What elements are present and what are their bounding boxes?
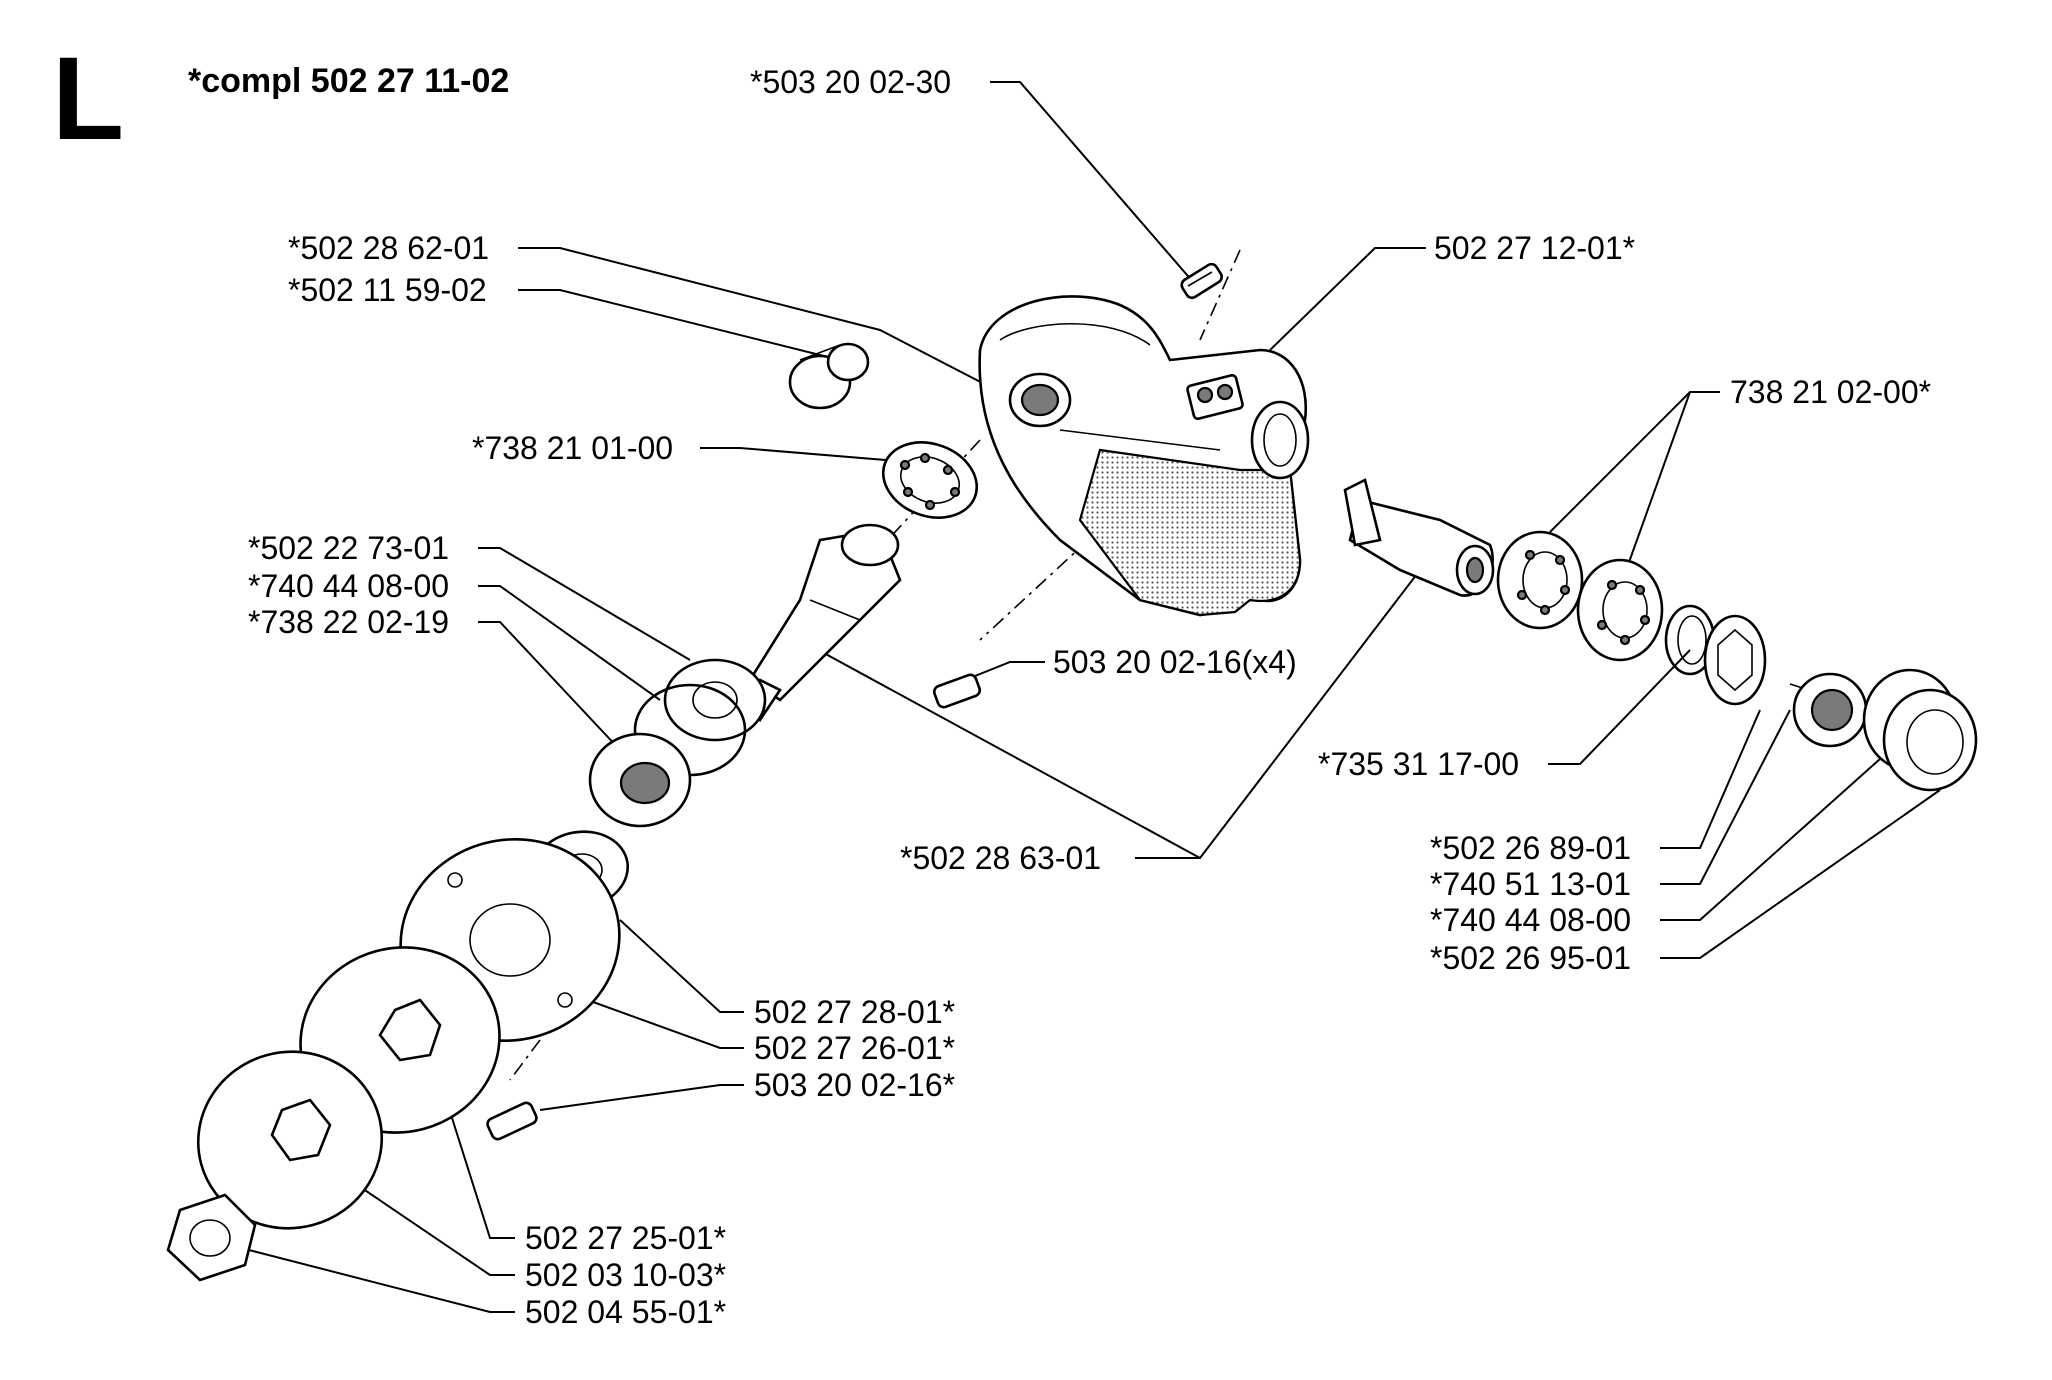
part-number-502-04-55-01: 502 04 55-01* [525,1294,727,1330]
part-number-740-44-08-00-left: *740 44 08-00 [248,568,450,604]
gear-housing-502-27-12-01 [978,295,1310,617]
part-number-735-31-17-00: *735 31 17-00 [1318,746,1520,782]
part-number-738-22-02-19: *738 22 02-19 [248,604,450,640]
part-number-502-03-10-03: 502 03 10-03* [525,1257,727,1293]
part-number-503-20-02-16: 503 20 02-16* [754,1067,956,1103]
part-number-502-27-25-01: 502 27 25-01* [525,1220,727,1256]
part-number-503-20-02-16-x4: 503 20 02-16(x4) [1053,644,1297,680]
ball-bearing-738-22-02-19 [588,732,692,828]
part-number-502-11-59-02: *502 11 59-02 [288,272,487,308]
part-number-502-27-26-01: 502 27 26-01* [754,1030,956,1066]
screw-503-20-02-16 [486,1101,538,1141]
cap-502-26-95-01 [1862,668,1978,792]
part-number-502-27-28-01: 502 27 28-01* [754,994,956,1030]
part-number-740-44-08-00-right: *740 44 08-00 [1430,902,1632,938]
leader-lines [209,81,1941,1313]
bevel-gear-502-28-63-01 [1343,478,1495,597]
screw-503-20-02-30 [1180,262,1223,300]
part-number-502-28-62-01: *502 28 62-01 [288,230,490,266]
part-number-502-22-73-01: *502 22 73-01 [248,530,450,566]
output-shaft-502-22-73-01 [738,523,902,723]
ring-502-22-73-01 [663,658,767,742]
part-number-740-51-13-01: *740 51 13-01 [1430,866,1632,902]
part-number-502-26-89-01: *502 26 89-01 [1430,830,1632,866]
part-number-502-26-95-01: *502 26 95-01 [1430,940,1632,976]
part-number-738-21-01-00: *738 21 01-00 [472,430,674,466]
part-number-502-27-12-01: 502 27 12-01* [1434,230,1636,266]
seal-740-51-13-01 [1792,672,1868,748]
ball-bearing-738-21-02-00-a [1496,530,1584,630]
section-letter: L [52,33,125,165]
plug-502-28-62-01 [788,342,870,410]
lock-nut-502-26-89-01 [1703,614,1767,706]
screw-503-20-02-16-x4 [932,673,982,709]
part-number-738-21-02-00: 738 21 02-00* [1730,374,1932,410]
ball-bearing-738-21-02-00-b [1576,558,1664,662]
part-number-503-20-02-30: *503 20 02-30 [750,64,952,100]
cup-502-03-10-03 [196,1050,384,1230]
part-number-502-28-63-01: *502 28 63-01 [900,840,1102,876]
complete-assembly-label: *compl 502 27 11-02 [188,62,510,100]
needle-bearing-738-21-01-00 [881,441,979,519]
nut-502-04-55-01 [166,1193,257,1282]
